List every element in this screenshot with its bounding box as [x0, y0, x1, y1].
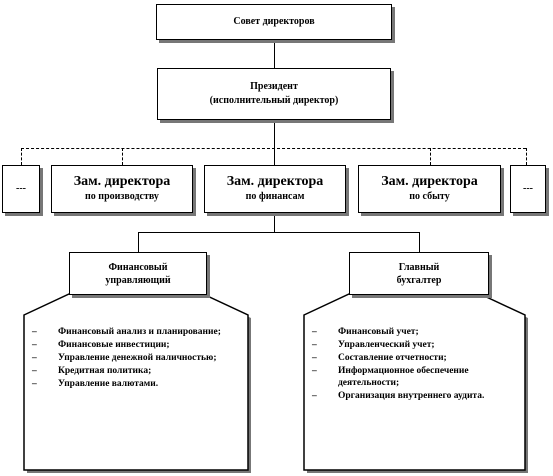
board-of-directors-box: Совет директоров [156, 4, 392, 40]
chief-accountant-duties: –Финансовый учет; –Управленческий учет; … [312, 326, 522, 403]
list-dash: – [32, 327, 37, 337]
duty-text: Финансовый анализ и планирование; [58, 327, 221, 337]
duty-text: Управленческий учет; [338, 340, 435, 350]
duty-text: Управление денежной наличностью; [58, 353, 217, 363]
connector-lower-bus [138, 232, 419, 233]
list-item: – Информационное обеспечение деятельности… [312, 365, 522, 389]
president-subtitle: (исполнительный директор) [209, 95, 339, 106]
connector-right-ellipsis [526, 148, 527, 165]
list-dash: – [312, 340, 317, 350]
connector-fin-manager [138, 232, 139, 252]
president-title: Президент [250, 81, 298, 92]
list-dash: – [312, 366, 317, 376]
deputy-sales-box: Зам. директора по сбыту [358, 165, 501, 213]
connector-president-bus [274, 120, 275, 148]
duty-text: Информационное обеспечение деятельности; [338, 366, 469, 388]
duty-text: Управление валютами. [58, 379, 159, 389]
connector-board-president [274, 40, 275, 68]
ellipsis-left-label: --- [16, 183, 26, 194]
list-item: – Управленческий учет; [312, 339, 522, 351]
duty-text: Составление отчетности; [338, 353, 447, 363]
connector-finance [274, 148, 275, 165]
president-box: Президент (исполнительный директор) [157, 68, 391, 120]
list-item: – Кредитная политика; [32, 365, 242, 377]
connector-left-ellipsis [21, 148, 22, 165]
chief-accountant-box: Главный бухгалтер [349, 252, 489, 295]
deputy-production-title: Зам. директора [73, 174, 171, 189]
deputy-production-subtitle: по производству [85, 191, 159, 202]
connector-finance-down [274, 213, 275, 232]
list-item: – Составление отчетности; [312, 352, 522, 364]
fin-manager-duties: – Финансовый анализ и планирование; – Фина… [32, 326, 242, 391]
deputy-finance-subtitle: по финансам [245, 191, 305, 202]
ellipsis-right-label: --- [523, 183, 533, 194]
chief-accountant-title: Главный [398, 261, 440, 273]
list-dash: – [32, 379, 37, 389]
duty-text: Финансовые инвестиции; [58, 340, 170, 350]
list-dash: – [32, 340, 37, 350]
deputy-sales-title: Зам. директора [381, 174, 478, 189]
chief-accountant-subtitle: бухгалтер [396, 274, 442, 286]
connector-deputies-bus [21, 148, 526, 149]
deputy-finance-box: Зам. директора по финансам [204, 165, 346, 213]
deputy-production-box: Зам. директора по производству [51, 165, 193, 213]
list-item: – Управление денежной наличностью; [32, 352, 242, 364]
duty-text: Финансовый учет; [338, 327, 419, 337]
list-dash: – [312, 391, 317, 401]
fin-manager-title: Финансовый [108, 261, 168, 273]
list-dash: – [312, 327, 317, 337]
list-dash: – [312, 353, 317, 363]
connector-chief-accountant [419, 232, 420, 252]
list-dash: – [32, 366, 37, 376]
duty-text: Организация внутреннего аудита. [338, 391, 485, 401]
duty-text: Кредитная политика; [58, 366, 152, 376]
connector-production [122, 148, 123, 165]
list-item: – Организация внутреннего аудита. [312, 390, 522, 402]
list-item: – Финансовые инвестиции; [32, 339, 242, 351]
ellipsis-box-left: --- [2, 165, 40, 213]
list-item: – Финансовый учет; [312, 326, 522, 338]
fin-manager-subtitle: управляющий [105, 274, 171, 286]
board-label: Совет директоров [233, 16, 315, 27]
list-item: – Управление валютами. [32, 378, 242, 390]
list-item: – Финансовый анализ и планирование; [32, 326, 242, 338]
ellipsis-box-right: --- [510, 165, 546, 213]
connector-sales [430, 148, 431, 165]
fin-manager-box: Финансовый управляющий [69, 252, 207, 295]
deputy-sales-subtitle: по сбыту [409, 191, 450, 202]
list-dash: – [32, 353, 37, 363]
deputy-finance-title: Зам. директора [226, 174, 324, 189]
